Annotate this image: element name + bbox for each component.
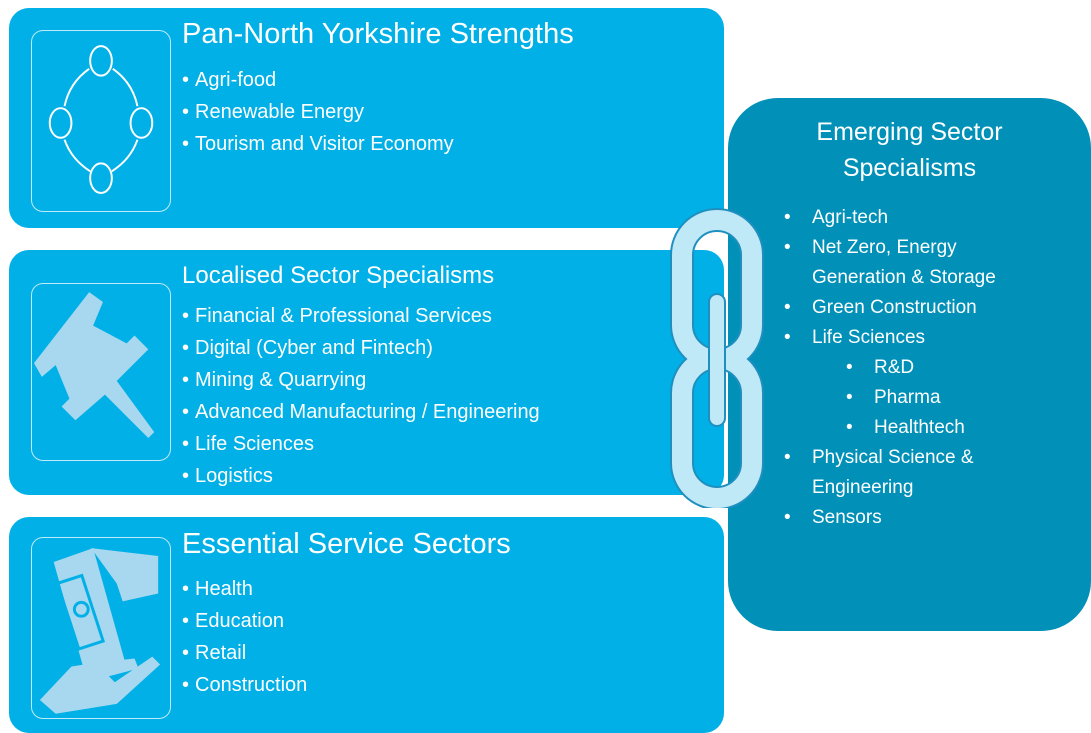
list-item-continuation: Engineering (812, 477, 914, 498)
list-item-continuation: Generation & Storage (812, 267, 996, 288)
emerging-title-line: Emerging Sector (816, 118, 1003, 146)
sub-list-item: Healthtech (812, 413, 996, 443)
list-item: Net Zero, Energy (784, 233, 996, 263)
panel-essential-service-sectors: Essential Service Sectors Health Educati… (9, 517, 724, 733)
pushpin-icon (31, 283, 171, 461)
panel-emerging-sector-specialisms: Emerging Sector Specialisms Agri-tech Ne… (728, 98, 1091, 631)
list-item: Agri-tech (784, 203, 996, 233)
list-item: Life Sciences (784, 323, 996, 353)
panel-pan-north-yorkshire-strengths: Pan-North Yorkshire Strengths Agri-food … (9, 8, 724, 228)
list-item: Agri-food (182, 64, 454, 96)
chain-link-icon (670, 208, 764, 508)
list-item: Retail (182, 637, 307, 669)
list-item: Financial & Professional Services (182, 300, 540, 332)
sub-list-item: Pharma (812, 383, 996, 413)
emerging-list: Agri-tech Net Zero, Energy Generation & … (784, 203, 996, 533)
panel-title: Localised Sector Specialisms (182, 262, 495, 289)
essential-list: Health Education Retail Construction (182, 573, 307, 701)
emerging-title-line: Specialisms (842, 154, 977, 182)
strengths-list: Agri-food Renewable Energy Tourism and V… (182, 64, 454, 160)
cycle-icon (31, 30, 171, 212)
list-item: Life Sciences (182, 428, 540, 460)
list-item: Sensors (784, 503, 996, 533)
list-item: Physical Science & (784, 443, 996, 473)
panel-localised-sector-specialisms: Localised Sector Specialisms Financial &… (9, 250, 724, 495)
list-item: Health (182, 573, 307, 605)
emerging-title: Emerging Sector Specialisms (728, 114, 1091, 186)
panel-title: Essential Service Sectors (182, 528, 511, 560)
money-hand-icon (31, 537, 171, 719)
panel-title: Pan-North Yorkshire Strengths (182, 18, 574, 50)
list-item: Digital (Cyber and Fintech) (182, 332, 540, 364)
list-item: Green Construction (784, 293, 996, 323)
list-item: Logistics (182, 460, 540, 492)
list-item: Renewable Energy (182, 96, 454, 128)
list-item: Tourism and Visitor Economy (182, 128, 454, 160)
list-item: Education (182, 605, 307, 637)
list-item: Mining & Quarrying (182, 364, 540, 396)
localised-list: Financial & Professional Services Digita… (182, 300, 540, 492)
sub-list-item: R&D (812, 353, 996, 383)
list-item: Advanced Manufacturing / Engineering (182, 396, 540, 428)
list-item: Construction (182, 669, 307, 701)
